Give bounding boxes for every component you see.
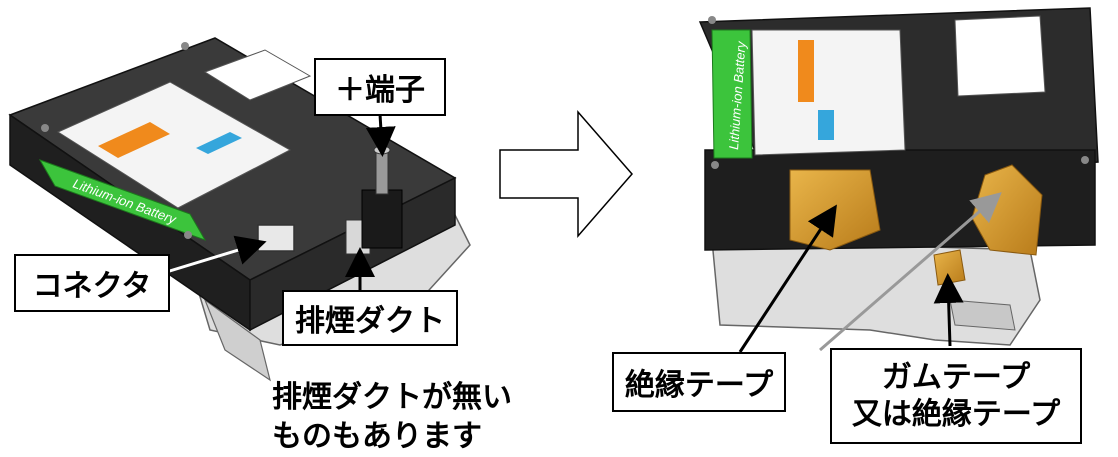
exhaust-duct-callout: 排煙ダクト — [282, 290, 458, 346]
transition-arrow — [499, 109, 633, 239]
right-battery: Lithium-ion Battery — [698, 7, 1099, 346]
note-line-2: ものもあります — [272, 419, 482, 454]
exhaust-duct-label: 排煙ダクト — [295, 304, 445, 339]
terminal-callout: ＋端子 — [314, 58, 446, 116]
terminal-label: ＋端子 — [335, 73, 425, 108]
insulating-tape-callout: 絶縁テープ — [612, 352, 786, 412]
alt-tape-callout: ガムテープ 又は絶縁テープ — [830, 348, 1082, 444]
insulating-tape-label: 絶縁テープ — [624, 368, 774, 403]
alt-tape-line-1: ガムテープ — [881, 359, 1031, 395]
gum-tape-leader-black — [933, 273, 964, 347]
small-tape-shape — [933, 249, 966, 286]
insulating-tape-leader — [738, 204, 837, 353]
alt-tape-line-2: 又は絶縁テープ — [851, 397, 1061, 432]
exhaust-duct-note: 排煙ダクトが無い ものもあります — [272, 378, 512, 456]
connector-label: コネクタ — [32, 269, 152, 304]
terminal-leader — [365, 113, 396, 157]
connector-callout: コネクタ — [14, 254, 170, 312]
note-line-1: 排煙ダクトが無い — [272, 380, 512, 415]
gum-tape-leader-gray — [819, 192, 1002, 352]
